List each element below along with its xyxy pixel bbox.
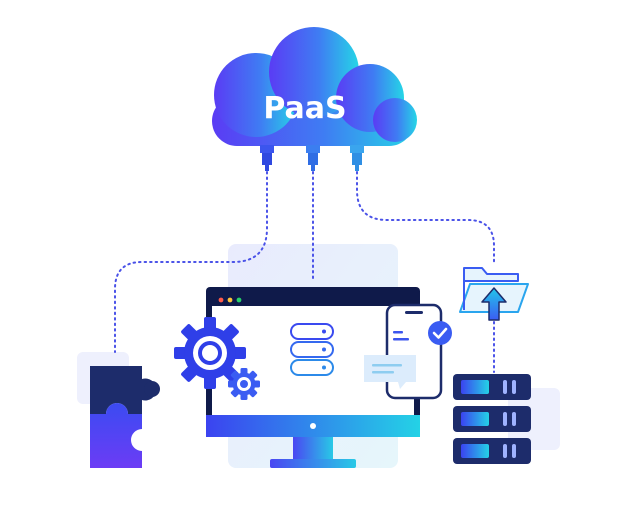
window-maximize-dot — [236, 297, 242, 303]
cloud-plugs — [260, 145, 364, 171]
check-badge-icon — [428, 321, 452, 345]
chat-bubble-icon — [364, 355, 416, 389]
cloud-label: PaaS — [263, 91, 346, 126]
gear-icon — [228, 368, 260, 400]
cloud-icon — [212, 27, 417, 146]
server-unit — [453, 438, 531, 464]
plug-middle — [306, 145, 320, 171]
server-unit — [453, 374, 531, 400]
server-unit — [453, 406, 531, 432]
window-minimize-dot — [227, 297, 233, 303]
folder-upload-icon — [459, 267, 529, 321]
connector-lines — [114, 171, 495, 373]
puzzle-icon — [90, 366, 160, 468]
monitor-power-dot — [310, 423, 316, 429]
monitor-stand-base — [270, 459, 356, 468]
window-close-dot — [218, 297, 224, 303]
plug-right — [350, 145, 364, 171]
plug-left — [260, 145, 274, 171]
smartphone-icon — [385, 303, 443, 400]
connector-cloud-to-folder — [356, 171, 495, 263]
gear-icon — [174, 317, 246, 389]
monitor-stand-neck — [293, 437, 333, 459]
server-backdrop-panel — [508, 388, 560, 450]
database-icon — [290, 323, 334, 376]
server-rack-icon — [453, 374, 531, 464]
